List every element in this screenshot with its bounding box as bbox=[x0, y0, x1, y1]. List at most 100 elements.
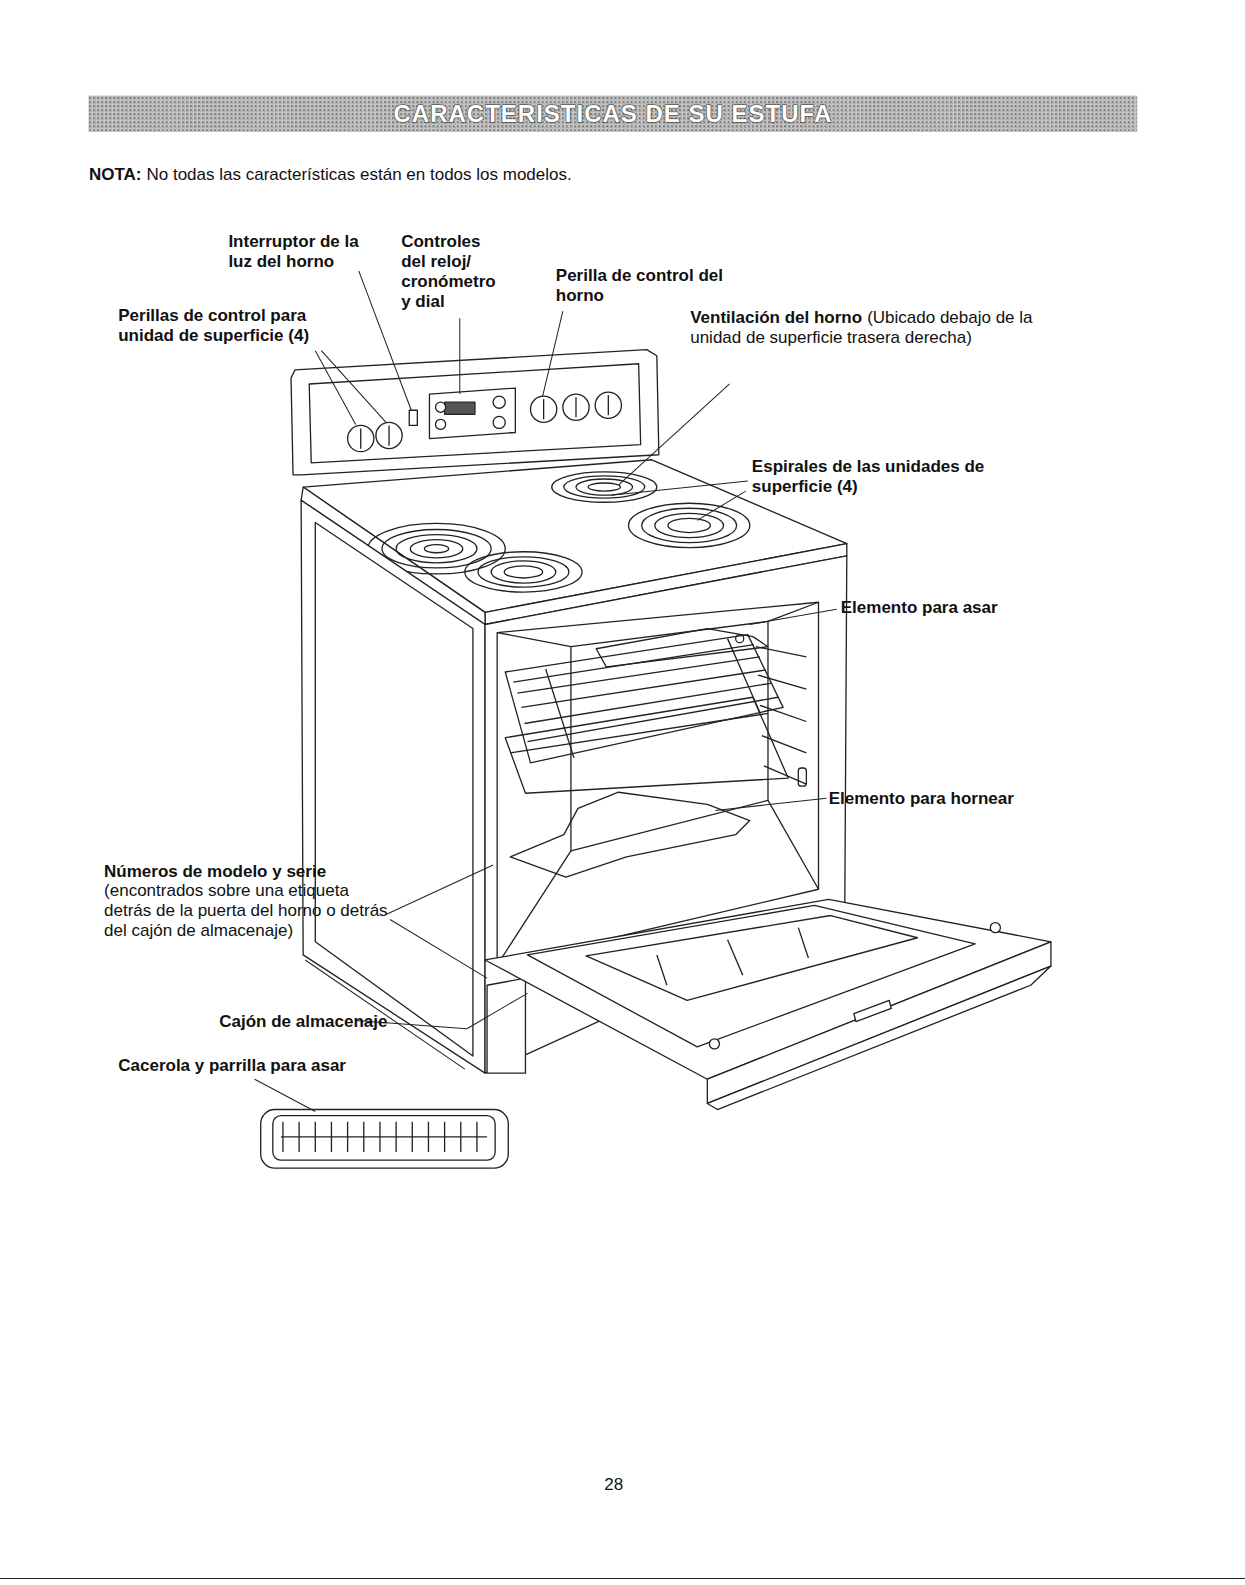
surface-coil bbox=[410, 540, 463, 558]
broiler-pan bbox=[273, 1116, 495, 1160]
control-knob bbox=[348, 392, 622, 452]
leader-line bbox=[467, 993, 528, 1028]
part-label: Cacerola y parrilla para asar bbox=[118, 1056, 346, 1076]
backguard bbox=[445, 402, 475, 414]
oven-door bbox=[709, 1039, 719, 1049]
control-knob bbox=[388, 425, 389, 445]
leader-line bbox=[715, 798, 826, 810]
rack-guides bbox=[756, 647, 807, 657]
part-note: (encontrados sobre una etiqueta detrás d… bbox=[104, 881, 392, 941]
backguard bbox=[436, 419, 446, 429]
light-switch bbox=[409, 410, 417, 425]
rack-guides bbox=[736, 635, 807, 787]
part-label: Elemento para hornear bbox=[829, 789, 1014, 809]
part-note: (Ubicado debajo de la unidad de superfic… bbox=[690, 308, 1069, 348]
leader-line bbox=[386, 865, 493, 915]
leader-line bbox=[255, 1079, 316, 1111]
control-knob bbox=[531, 396, 557, 422]
leader-line bbox=[750, 609, 837, 624]
side-panel bbox=[301, 500, 485, 1073]
rack-guides bbox=[760, 705, 806, 721]
page-number: 28 bbox=[604, 1475, 623, 1495]
surface-coil bbox=[504, 566, 542, 578]
part-label: Interruptor de la luz del horno bbox=[228, 232, 369, 272]
surface-coil bbox=[576, 479, 633, 495]
title-band bbox=[89, 96, 1137, 131]
leader-line bbox=[255, 271, 837, 1112]
part-label: Perilla de control del horno bbox=[556, 266, 728, 306]
oven-door bbox=[728, 940, 743, 975]
broil-element bbox=[596, 629, 768, 667]
broiler-pan bbox=[261, 1110, 509, 1169]
part-label: Números de modelo y serie bbox=[104, 862, 326, 882]
side-panel bbox=[315, 522, 473, 1056]
backguard bbox=[436, 402, 446, 412]
surface-coil bbox=[642, 508, 737, 542]
control-knob bbox=[360, 428, 361, 448]
part-label: Elemento para asar bbox=[841, 598, 998, 618]
backguard bbox=[291, 350, 659, 475]
note-label: NOTA: bbox=[89, 165, 142, 185]
oven-rack bbox=[510, 713, 768, 752]
backguard bbox=[493, 416, 505, 428]
leader-line bbox=[321, 351, 386, 423]
oven-door bbox=[586, 916, 917, 1001]
rack-guides bbox=[736, 635, 744, 643]
control-knob bbox=[575, 397, 576, 417]
surface-coil bbox=[478, 557, 569, 587]
part-label: Ventilación del horno bbox=[690, 308, 862, 328]
clock-display bbox=[429, 388, 515, 439]
surface-coil bbox=[382, 530, 491, 568]
part-label: Espirales de las unidades de superficie … bbox=[752, 457, 1005, 497]
rack-guides bbox=[762, 736, 806, 753]
oven-front bbox=[497, 633, 571, 647]
backguard bbox=[493, 396, 505, 408]
oven-rack bbox=[546, 669, 574, 758]
surface-coil bbox=[552, 472, 657, 502]
note-text: No todas las características están en to… bbox=[146, 165, 571, 185]
control-knob bbox=[595, 392, 621, 418]
page-rule bbox=[0, 1578, 1245, 1579]
control-knob bbox=[563, 394, 589, 420]
oven-door bbox=[527, 905, 975, 1046]
part-label: Perillas de control para unidad de super… bbox=[118, 306, 335, 346]
surface-coil bbox=[424, 545, 448, 553]
stove-illustration bbox=[0, 96, 1245, 1578]
rack-guides bbox=[758, 675, 807, 689]
leader-line bbox=[459, 318, 460, 394]
surface-coil bbox=[465, 552, 582, 592]
oven-door bbox=[854, 1000, 891, 1021]
bake-element bbox=[510, 792, 749, 877]
oven-rack bbox=[505, 697, 788, 793]
leader-line bbox=[359, 271, 412, 410]
surface-coil bbox=[668, 518, 710, 532]
control-knob bbox=[543, 399, 544, 419]
page-title: CARACTERISTICAS DE SU ESTUFA bbox=[89, 98, 1137, 130]
leader-line bbox=[390, 920, 487, 979]
surface-coil bbox=[396, 535, 477, 563]
surface-coil bbox=[491, 561, 556, 583]
leader-line bbox=[618, 384, 729, 485]
storage-drawer bbox=[487, 978, 525, 1073]
oven-door bbox=[657, 955, 667, 985]
side-panel bbox=[301, 500, 485, 1073]
surface-coil bbox=[564, 476, 645, 498]
oven-front bbox=[768, 602, 819, 621]
leader-line bbox=[611, 481, 747, 495]
part-label: Cajón de almacenaje bbox=[219, 1012, 387, 1032]
surface-coil bbox=[368, 472, 750, 592]
part-label: Controles del reloj/ cronómetro y dial bbox=[401, 232, 504, 312]
oven-rack bbox=[527, 697, 778, 741]
leader-line bbox=[543, 311, 563, 396]
broiler-pan bbox=[281, 1136, 487, 1137]
broiler-pan bbox=[261, 1110, 509, 1169]
leader-line bbox=[315, 351, 355, 425]
oven-door bbox=[990, 923, 1000, 933]
surface-coil bbox=[588, 483, 620, 491]
control-knob bbox=[608, 395, 609, 415]
oven-door bbox=[485, 899, 1051, 1109]
rack-guides bbox=[798, 768, 806, 786]
oven-rack bbox=[505, 635, 788, 794]
